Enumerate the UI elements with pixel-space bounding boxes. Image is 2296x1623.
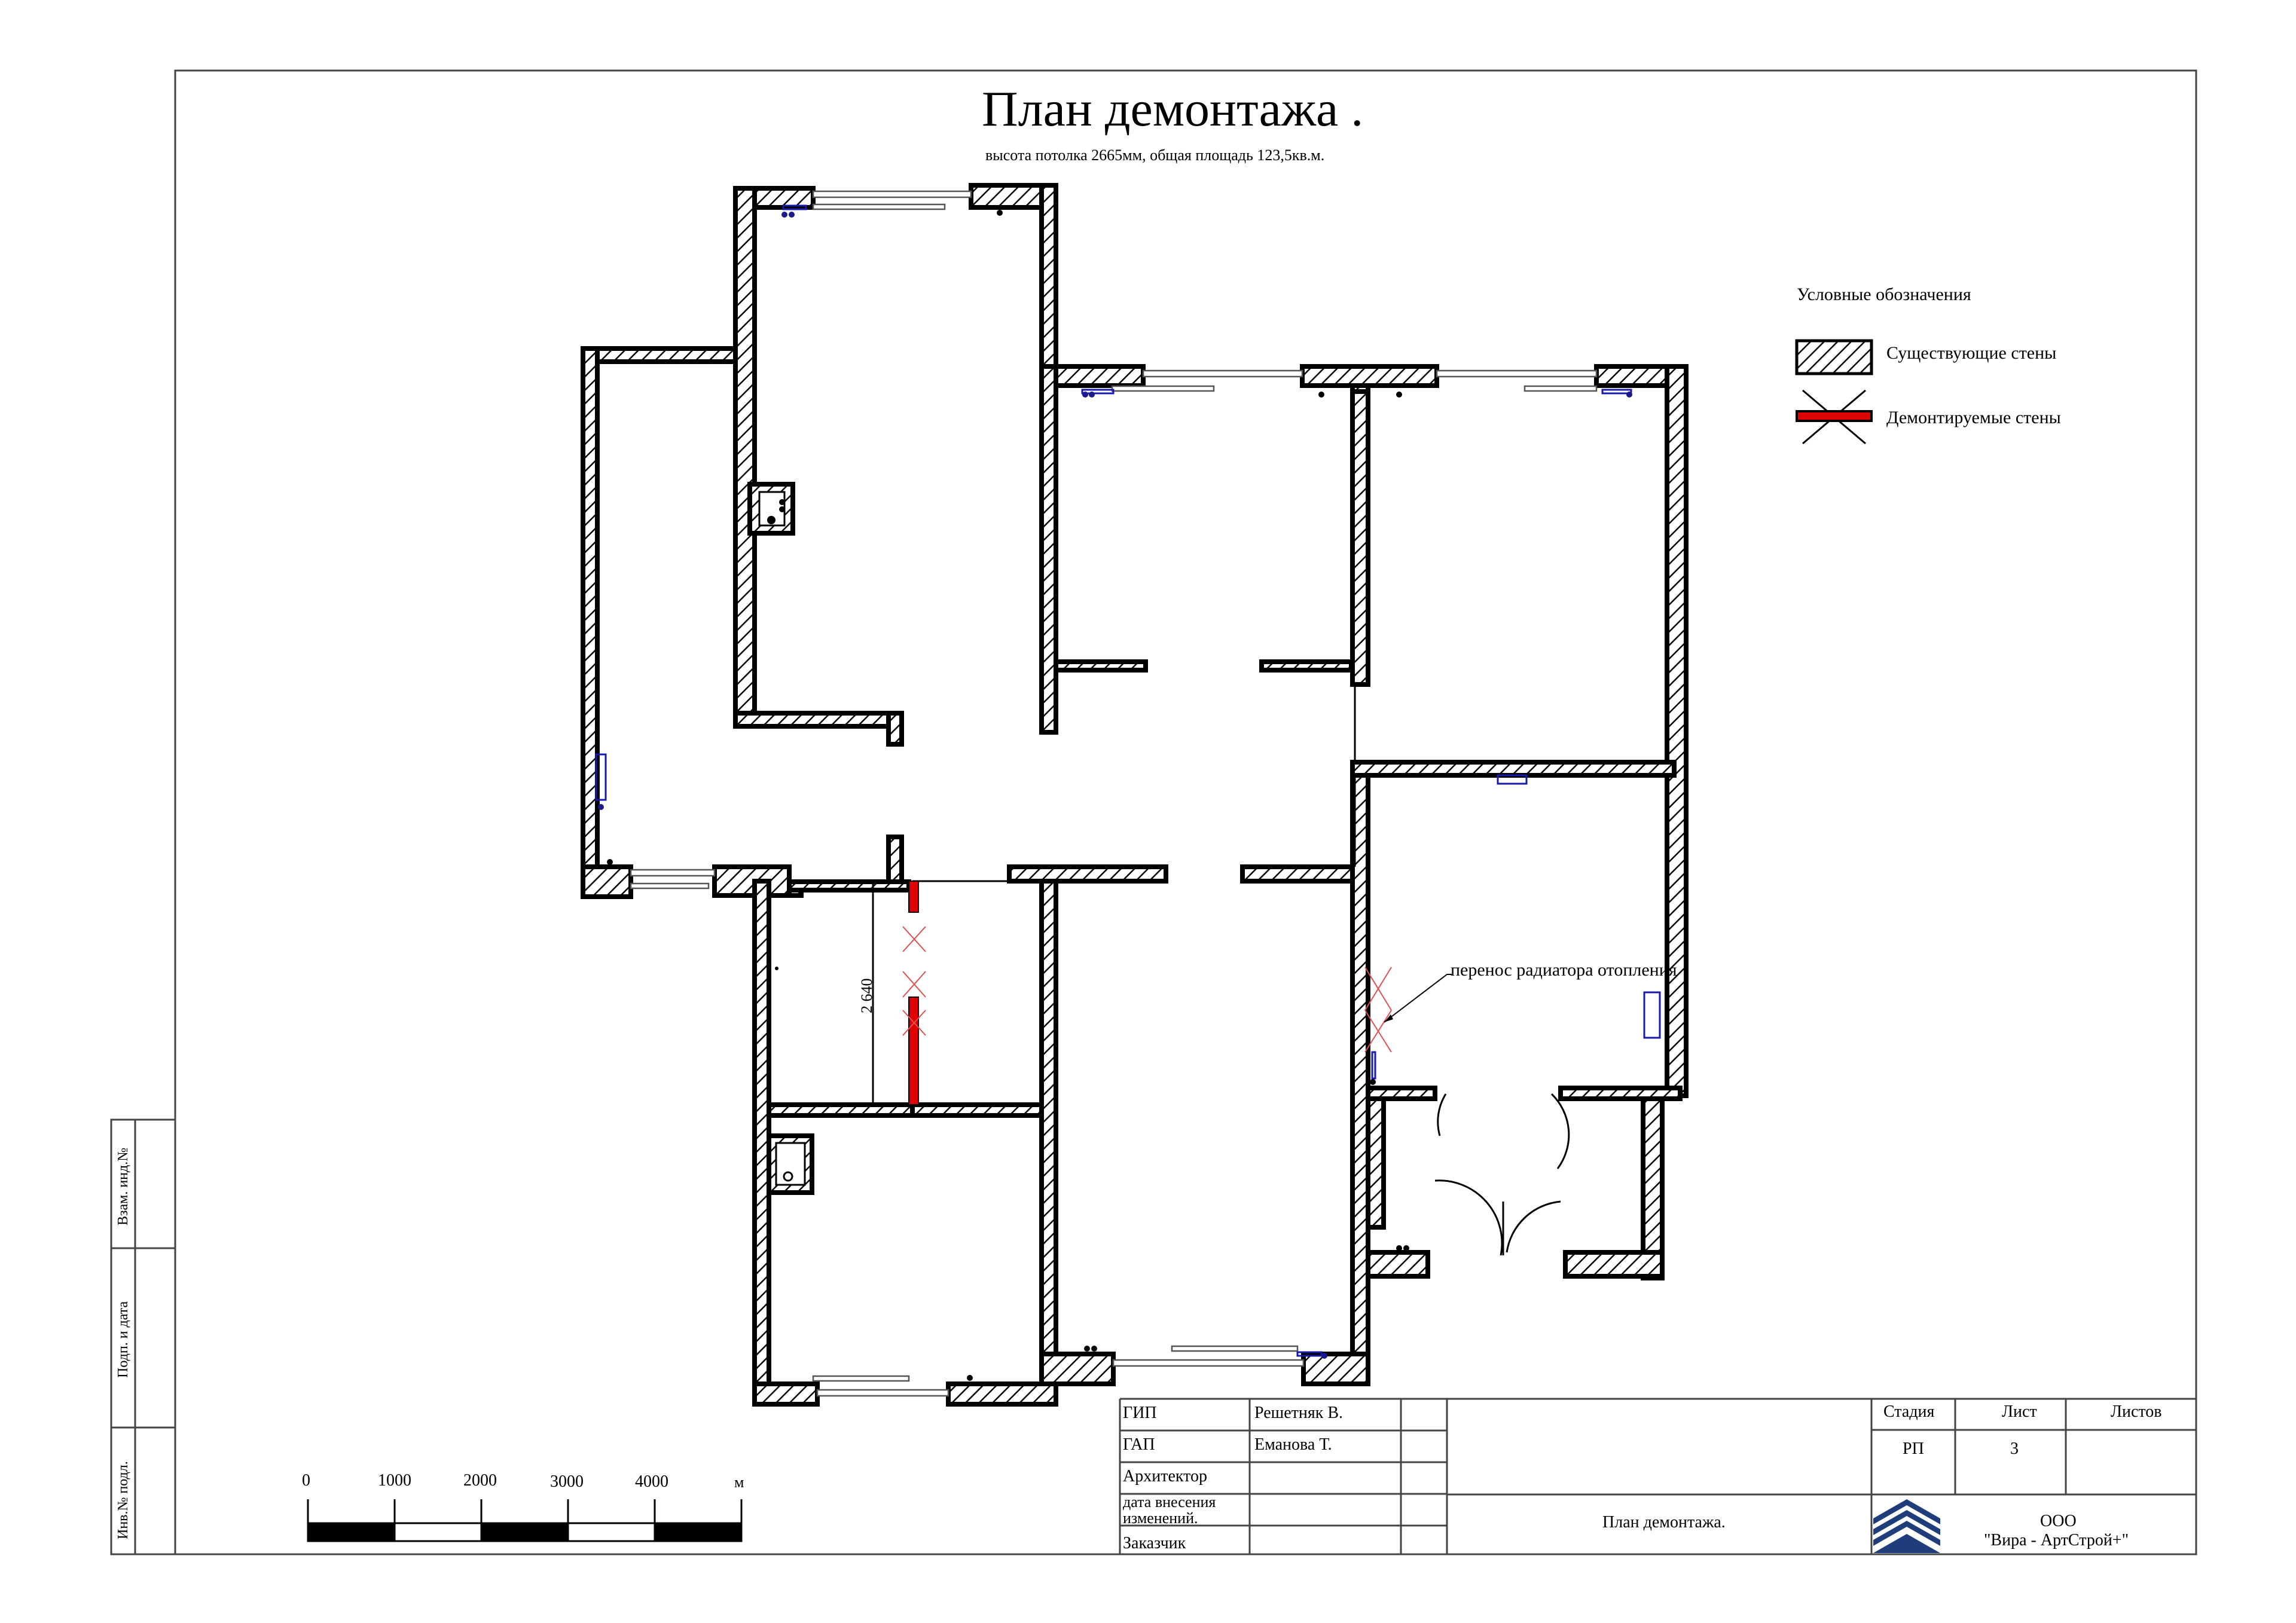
tb-name-gap: Еманова Т.: [1254, 1435, 1332, 1454]
legend-demolished-walls: Демонтируемые стены: [1886, 408, 2061, 427]
radiators: [595, 204, 1661, 1357]
demolition-dimension: 2 640: [858, 979, 875, 1014]
existing-walls: [581, 183, 1689, 1407]
tb-drawing-name: План демонтажа.: [1602, 1513, 1726, 1532]
tb-sheet-value: 3: [2010, 1439, 2019, 1458]
company-logo: [1873, 1497, 1940, 1553]
legend-heading: Условные обозначения: [1797, 285, 1971, 304]
scale-unit: м: [734, 1474, 744, 1491]
tb-role-gip: ГИП: [1123, 1404, 1157, 1422]
stamp-inv-original: Инв.№ подл.: [115, 1461, 131, 1539]
legend-existing-walls: Существующие стены: [1886, 343, 2056, 363]
radiator-relocation-note: перенос радиатора отопления: [1451, 960, 1677, 980]
tb-sheets-header: Листов: [2111, 1402, 2162, 1421]
sheet-frame: [174, 69, 2197, 1555]
sheet-title: План демонтажа .: [982, 81, 1363, 137]
tb-company-line1: ООО: [2040, 1512, 2077, 1530]
stamp-replaced-inv: Взам. инд.№: [115, 1148, 131, 1225]
tb-company-line2: "Вира - АртСтрой+": [1984, 1531, 2129, 1549]
tb-role-change-date: дата внесения: [1123, 1493, 1216, 1511]
side-stamp-frame: [110, 1118, 176, 1555]
stamp-signature-date: Подп. и дата: [115, 1301, 131, 1378]
scale-tick-4000: 4000: [635, 1472, 668, 1491]
legend: Условные обозначения Существующие стены …: [1795, 285, 2061, 445]
tb-role-change-date-2: изменений.: [1123, 1509, 1198, 1527]
partition-lines: [872, 684, 1356, 1105]
legend-demolished-symbol: [1796, 410, 1873, 422]
sheet-subtitle: высота потолка 2665мм, общая площадь 123…: [985, 146, 1324, 164]
title-block: [1119, 1398, 2196, 1554]
scale-tick-1000: 1000: [378, 1471, 411, 1490]
tb-sheet-header: Лист: [2002, 1402, 2037, 1421]
tb-role-customer: Заказчик: [1123, 1534, 1186, 1552]
scale-tick-3000: 3000: [550, 1472, 584, 1491]
windows: [630, 190, 1598, 1397]
fixture-dots: [598, 210, 1632, 1381]
tb-role-architect: Архитектор: [1123, 1467, 1207, 1486]
tb-stage-header: Стадия: [1883, 1402, 1935, 1421]
scale-tick-2000: 2000: [463, 1471, 497, 1490]
tb-role-gap: ГАП: [1123, 1435, 1155, 1454]
tb-stage-value: РП: [1903, 1439, 1924, 1458]
entrance-doors: [1434, 1093, 1570, 1256]
legend-hatched-symbol: [1795, 339, 1873, 375]
tb-name-gip: Решетняк В.: [1254, 1404, 1343, 1422]
scale-bar: 0 1000 2000 3000 4000 м: [302, 1471, 744, 1542]
scale-tick-0: 0: [302, 1471, 310, 1490]
radiator-relocation-mark: [1364, 967, 1452, 1053]
demolished-wall: [902, 881, 926, 1105]
